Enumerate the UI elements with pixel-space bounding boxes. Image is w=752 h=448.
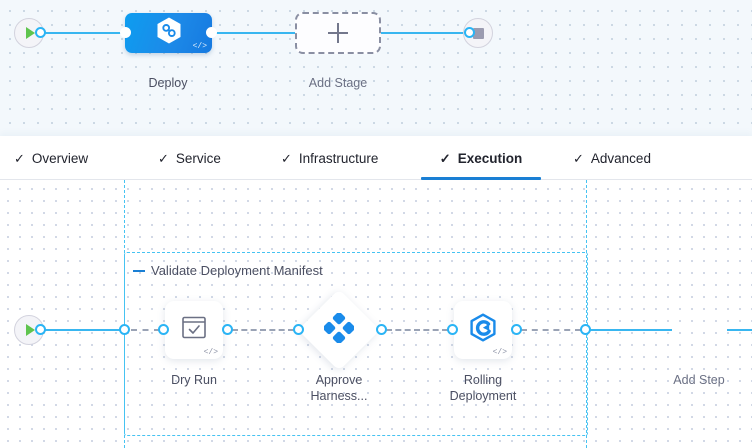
check-icon: ✓	[439, 150, 451, 166]
tab-label: Execution	[457, 150, 523, 166]
port-rolling-in[interactable]	[447, 324, 458, 335]
step-group-header[interactable]: Validate Deployment Manifest	[133, 263, 323, 278]
port-group-out[interactable]	[580, 324, 591, 335]
step-label-approve-line1: Approve	[315, 373, 363, 387]
step-label-approve-line2: Harness...	[310, 389, 368, 403]
add-stage-label: Add Stage	[308, 76, 368, 90]
port-dryrun-out[interactable]	[222, 324, 233, 335]
stage-node-deploy[interactable]: </>	[125, 13, 212, 53]
port-start-out[interactable]	[35, 27, 46, 38]
step-group-validate-deployment-manifest[interactable]: Validate Deployment Manifest	[124, 252, 588, 436]
tab-label: Advanced	[590, 150, 651, 166]
connector-start-to-deploy	[36, 32, 131, 34]
connector-addstage-to-end	[378, 32, 470, 34]
approval-diamond-icon	[322, 311, 356, 348]
port-end-in[interactable]	[464, 27, 475, 38]
add-step-label: Add Step	[673, 373, 725, 387]
step-code-marker: </>	[492, 348, 507, 357]
connector-rolling-to-groupout	[521, 329, 581, 331]
tab-label: Overview	[31, 150, 89, 166]
execution-canvas[interactable]: Validate Deployment Manifest </> Dry Run	[0, 180, 752, 448]
approve-icon-wrap	[310, 301, 368, 359]
rolling-deployment-icon	[469, 313, 497, 347]
tab-service[interactable]: ✓ Service	[158, 136, 221, 180]
play-icon	[26, 324, 35, 336]
connector-approve-to-rolling	[386, 329, 448, 331]
stage-label-deploy: Deploy	[148, 76, 188, 90]
port-dryrun-in[interactable]	[158, 324, 169, 335]
stage-tab-bar: ✓ Overview ✓ Service ✓ Infrastructure ✓ …	[0, 136, 752, 180]
port-group-in[interactable]	[119, 324, 130, 335]
checkbox-window-icon	[182, 316, 206, 344]
port-deploy-in[interactable]	[120, 27, 131, 38]
check-icon: ✓	[573, 150, 584, 166]
pipeline-end-node[interactable]	[463, 18, 493, 48]
port-approve-out[interactable]	[376, 324, 387, 335]
check-icon: ✓	[14, 150, 25, 166]
tab-infrastructure[interactable]: ✓ Infrastructure	[281, 136, 378, 180]
connector-deploy-to-addstage	[208, 32, 300, 34]
step-code-marker: </>	[203, 348, 218, 357]
tab-execution[interactable]: ✓ Execution	[421, 136, 541, 180]
step-node-rolling-deployment[interactable]: </>	[454, 301, 512, 359]
tab-advanced[interactable]: ✓ Advanced	[573, 136, 651, 180]
plus-icon	[328, 23, 348, 43]
port-rolling-out[interactable]	[511, 324, 522, 335]
connector-groupout-to-addstep	[590, 329, 672, 331]
connector-dryrun-to-approve	[232, 329, 294, 331]
port-approve-in[interactable]	[293, 324, 304, 335]
stop-icon	[472, 27, 484, 39]
tab-overview[interactable]: ✓ Overview	[14, 136, 88, 180]
tab-label: Service	[175, 150, 221, 166]
stage-canvas[interactable]: </> Deploy Add Stage	[0, 0, 752, 136]
alignment-guide-right	[586, 180, 587, 448]
harness-hexagon-icon	[156, 17, 182, 50]
connector-execstart-to-group	[36, 329, 126, 331]
tab-label: Infrastructure	[298, 150, 379, 166]
play-icon	[26, 27, 35, 39]
port-deploy-out[interactable]	[206, 27, 217, 38]
step-label-rolling-line1: Rolling	[463, 373, 503, 387]
add-stage-button[interactable]	[295, 12, 381, 54]
step-node-dry-run[interactable]: </>	[165, 301, 223, 359]
connector-groupin-to-dryrun	[131, 329, 160, 331]
port-execstart-out[interactable]	[35, 324, 46, 335]
stage-code-marker: </>	[192, 42, 207, 51]
step-label-rolling-line2: Deployment	[449, 389, 517, 403]
minus-icon[interactable]	[133, 269, 145, 272]
check-icon: ✓	[158, 150, 169, 166]
check-icon: ✓	[281, 150, 292, 166]
step-group-title: Validate Deployment Manifest	[151, 263, 323, 278]
connector-addstep-trailing	[727, 329, 752, 331]
step-label-dry-run: Dry Run	[171, 373, 217, 387]
